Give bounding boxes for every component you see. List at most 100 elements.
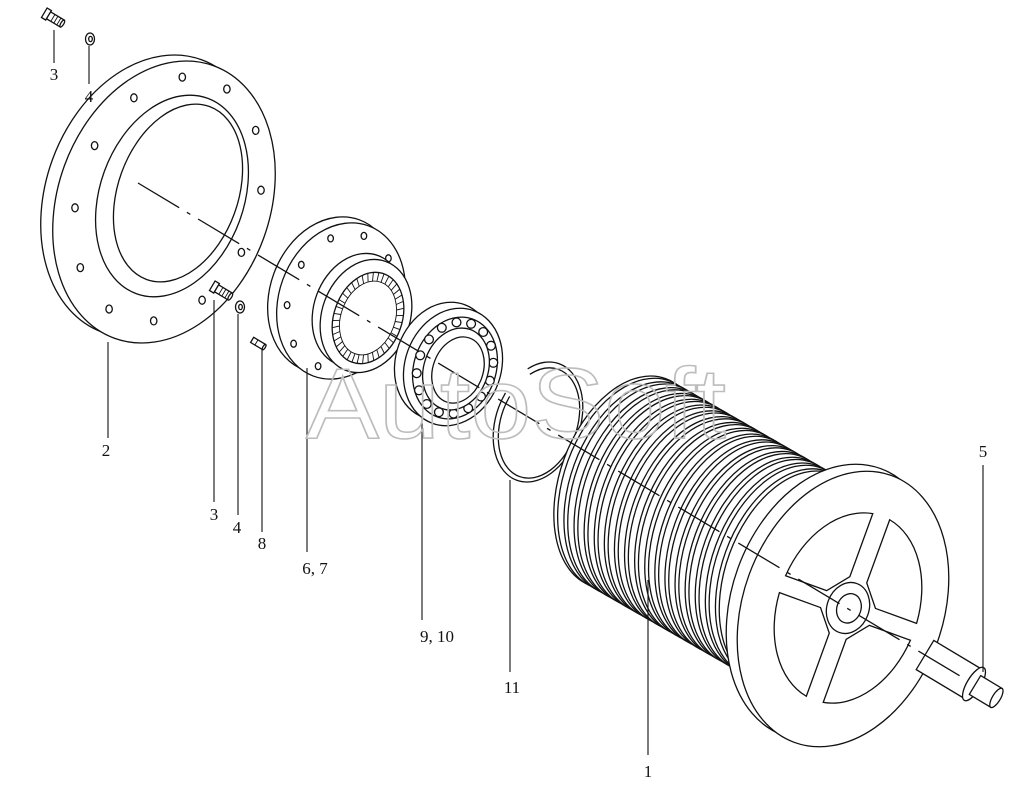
housing-tooth: [396, 307, 404, 311]
label-gear-housing: 6, 7: [302, 559, 328, 578]
flange-bolt-hole: [198, 295, 206, 305]
housing-tooth: [393, 288, 401, 295]
housing-tooth: [376, 272, 380, 282]
housing-tooth: [384, 342, 390, 349]
housing-tooth: [361, 275, 365, 284]
housing-tooth: [390, 283, 398, 291]
housing-tooth: [335, 305, 343, 310]
washer-mid-hole: [238, 303, 243, 311]
housing-internal-teeth: [332, 272, 404, 364]
washer-top-hole: [88, 35, 93, 43]
bearing-ball: [451, 317, 462, 328]
flange-bolt-hole: [90, 140, 99, 151]
housing-bolt-hole: [360, 231, 368, 241]
label-bolt-mid: 3: [210, 505, 219, 524]
flange-bolt-hole: [130, 93, 138, 103]
label-washer-top: 4: [85, 87, 94, 106]
housing-tooth: [335, 341, 343, 348]
bearing-ball: [415, 350, 426, 361]
winch-drum: [553, 375, 950, 748]
housing-tooth-root: [339, 280, 397, 356]
housing-tooth: [380, 273, 385, 283]
bearing-ball: [411, 368, 422, 379]
flange-bolt-hole: [71, 203, 79, 213]
housing-tooth: [380, 346, 385, 354]
housing-tooth: [338, 345, 346, 353]
housing-tooth: [387, 337, 394, 344]
bearing-ball: [421, 398, 432, 410]
flange-bolt-hole: [105, 304, 113, 314]
bolt-top-thread: [56, 17, 62, 26]
bolt-top-thread: [53, 16, 59, 24]
bolt-top: [40, 7, 66, 28]
bearing-ball: [436, 322, 447, 333]
housing-bolt-hole: [314, 361, 322, 371]
housing-tooth: [393, 326, 401, 331]
housing-tooth: [342, 348, 349, 357]
bearing-ball: [466, 318, 477, 329]
bolt-mid-thread: [224, 290, 230, 299]
flange-bolt-holes: [71, 72, 265, 326]
housing-tooth: [362, 354, 364, 364]
washer-top: [84, 32, 96, 46]
bearing-ball: [413, 385, 425, 396]
housing-tooth: [346, 351, 352, 361]
leader-lines: [53, 30, 984, 755]
label-shaft: 5: [979, 442, 988, 461]
shaft-end: [989, 687, 1004, 709]
washer-mid: [234, 300, 246, 314]
flange-bolt-hole: [178, 72, 187, 82]
flange-bolt-hole: [223, 84, 231, 94]
housing-tooth: [351, 353, 356, 363]
housing-tooth: [371, 352, 375, 361]
housing-bolt-hole: [327, 234, 335, 243]
label-flange: 2: [102, 441, 111, 460]
bearing-balls: [411, 317, 499, 419]
housing-tooth: [394, 294, 403, 300]
drum-flange-window: [784, 512, 874, 592]
flange-bolt-hole: [237, 247, 246, 258]
drum-hub-bore: [835, 593, 862, 624]
center-axis-line: [137, 182, 966, 680]
flange-ring: [40, 54, 276, 344]
housing-bolt-hole: [283, 300, 291, 310]
bearing-ball: [478, 326, 489, 338]
bolt-top-thread: [50, 14, 56, 22]
label-snap-ring: 11: [504, 678, 520, 697]
housing-tooth: [390, 332, 398, 337]
housing-tooth: [351, 282, 356, 290]
shaft: [915, 639, 1004, 709]
housing-tooth: [346, 287, 352, 294]
bolt-mid-thread: [218, 287, 224, 295]
housing-tooth: [376, 349, 380, 358]
bolt-mid-thread: [221, 289, 227, 297]
bolt-mid-tip: [227, 292, 234, 301]
pin: [249, 336, 267, 351]
housing-tooth: [384, 275, 390, 285]
housing-tooth: [333, 336, 342, 342]
housing-bolt-hole: [297, 260, 305, 269]
housing-tooth: [395, 321, 403, 324]
label-drum: 1: [644, 762, 653, 781]
pin-groove: [254, 339, 259, 346]
housing-tooth: [338, 299, 346, 304]
bearing: [393, 301, 504, 427]
gear-housing: [266, 216, 413, 380]
housing-tooth: [387, 279, 394, 288]
housing-tooth: [333, 312, 341, 315]
housing-tooth: [332, 325, 340, 329]
flange-bolt-hole: [149, 316, 158, 326]
pin-end: [261, 343, 267, 351]
bolt-mid: [208, 280, 234, 301]
housing-tooth: [332, 331, 340, 336]
drum-flange-spokes: [773, 512, 923, 704]
drum-flange-window: [773, 591, 830, 698]
drum-flange-window: [866, 518, 923, 625]
housing-bolt-hole: [290, 339, 298, 348]
flange-bolt-hole: [257, 185, 265, 195]
flange-bolt-hole: [251, 125, 260, 136]
bolt-top-tip: [59, 19, 66, 28]
bearing-ball: [423, 334, 435, 345]
watermark: AutoSoft: [306, 348, 726, 460]
